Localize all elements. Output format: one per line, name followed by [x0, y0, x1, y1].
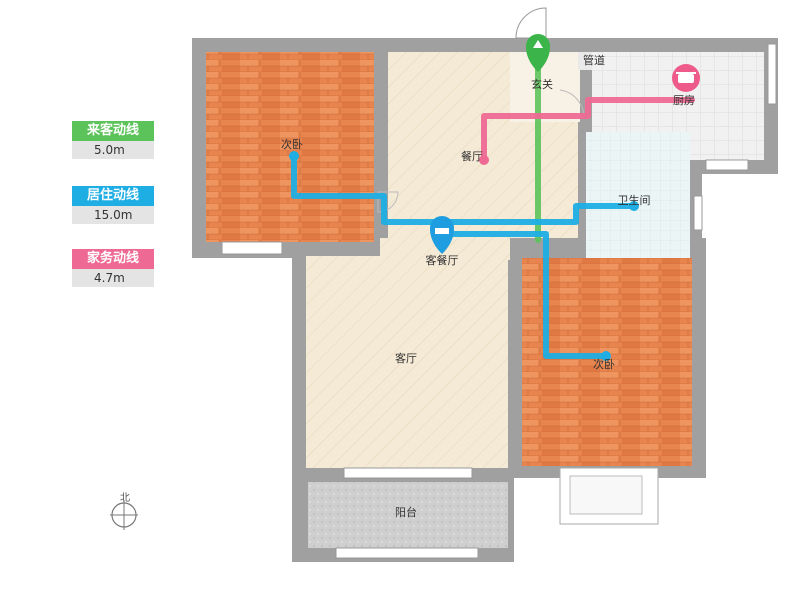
legend-guest: 来客动线 5.0m	[72, 121, 154, 159]
window-living	[343, 467, 473, 479]
label-entrance: 玄关	[531, 77, 553, 91]
legend-living-label: 居住动线	[72, 186, 154, 206]
label-bedroom-nw: 次卧	[281, 137, 303, 151]
route-chore	[481, 97, 695, 163]
route-living-1	[291, 153, 637, 225]
label-dining: 餐厅	[461, 149, 483, 163]
label-bathroom: 卫生间	[618, 193, 651, 207]
legend-living: 居住动线 15.0m	[72, 186, 154, 224]
room-bedroom-se	[522, 258, 692, 466]
label-pipe: 管道	[583, 53, 605, 67]
legend-chore-label: 家务动线	[72, 249, 154, 269]
room-bathroom	[586, 132, 690, 258]
window-kitchen	[705, 159, 749, 171]
label-bedroom-se: 次卧	[593, 357, 615, 371]
legend-guest-value: 5.0m	[72, 141, 154, 159]
legend-chore-value: 4.7m	[72, 269, 154, 287]
label-living: 客厅	[395, 351, 417, 365]
label-balcony: 阳台	[395, 505, 417, 519]
label-living-dining: 客餐厅	[426, 253, 459, 267]
compass-icon	[110, 500, 138, 530]
route-living-2	[437, 231, 609, 359]
legend-living-value: 15.0m	[72, 206, 154, 224]
window-bedroom-nw	[221, 241, 283, 255]
legend-guest-label: 来客动线	[72, 121, 154, 141]
bed-marker-icon	[430, 216, 454, 254]
room-balcony	[308, 482, 508, 548]
legend-chore: 家务动线 4.7m	[72, 249, 154, 287]
window-balcony	[335, 547, 479, 559]
compass-north-label: 北	[120, 493, 130, 504]
entrance-marker-icon	[526, 34, 550, 72]
room-living	[306, 256, 508, 468]
kitchen-pot-icon	[672, 64, 700, 92]
label-kitchen: 厨房	[673, 94, 695, 107]
door-entry	[515, 7, 547, 39]
room-entrance	[510, 52, 580, 122]
room-bedroom-nw	[206, 52, 374, 242]
